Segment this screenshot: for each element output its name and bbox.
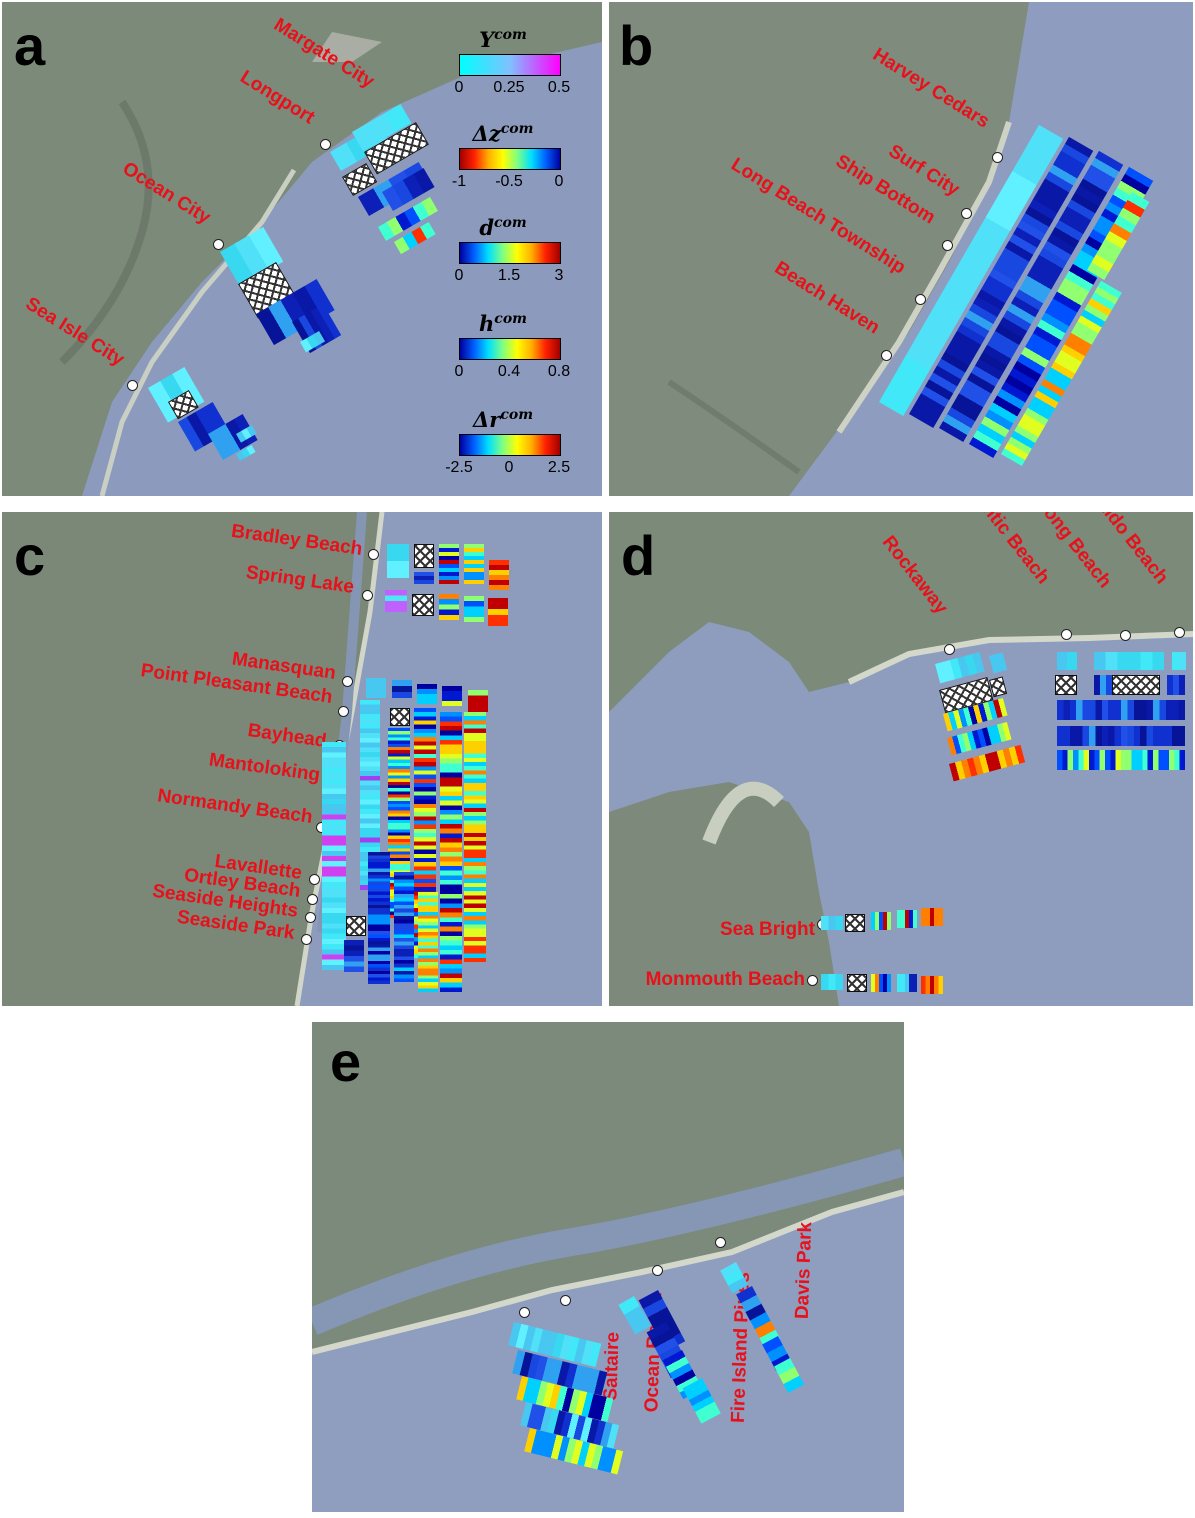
indicator-strip [392,680,412,698]
panel-label: a [14,14,46,77]
panel-label: d [621,524,656,587]
indicator-strip [897,910,917,928]
indicator-strip [897,974,917,992]
indicator-strip [1057,750,1185,770]
indicator-strip [1172,652,1186,670]
indicator-strip [1094,675,1112,695]
indicator-strip [464,712,486,962]
indicator-strip [489,560,509,590]
panel-label: e [330,1030,362,1093]
no-data-hatch [1055,675,1077,695]
town-marker [992,152,1003,163]
indicator-strip [871,974,891,992]
town-label: Davis Park [791,1221,816,1320]
indicator-strip [821,916,843,930]
colorbar-dr [459,434,561,456]
indicator-strip [468,690,488,712]
colorbar-dz [459,148,561,170]
town-marker [305,912,316,923]
indicator-strip [1057,700,1185,720]
indicator-strip [1057,726,1185,746]
town-label: Sea Bright [719,919,815,940]
map-panel-a: a Margate City Longport Ocean City Sea I… [2,2,602,496]
town-marker [652,1265,663,1276]
colorbar-h [459,338,561,360]
map-panel-d: d Rockaway Atlantic Beach Long Beach Lid… [609,512,1193,1006]
town-marker [944,644,955,655]
indicator-strip [368,852,390,984]
indicator-strip [871,912,891,930]
town-marker [362,590,373,601]
indicator-strip [418,892,438,992]
town-marker [1174,627,1185,638]
town-marker [519,1307,530,1318]
town-marker [881,350,892,361]
indicator-strip [464,596,484,622]
indicator-strip [387,544,409,578]
town-marker [307,894,318,905]
town-marker [301,934,312,945]
map-panel-e: e Saltaire Ocean Beach Fire Island Pines… [312,1022,904,1512]
indicator-strip [1094,652,1164,670]
town-marker [560,1295,571,1306]
satellite-map-e [312,1022,904,1512]
no-data-hatch [414,544,434,568]
indicator-strip [322,742,346,970]
indicator-strip [442,686,462,706]
indicator-strip [921,976,943,994]
indicator-strip [439,544,459,584]
indicator-strip [385,590,407,612]
town-marker [309,874,320,885]
indicator-strip [366,678,386,698]
no-data-hatch [346,916,366,936]
indicator-strip [1057,652,1077,670]
town-marker [942,240,953,251]
town-marker [368,549,379,560]
no-data-hatch [390,708,410,726]
town-marker [961,208,972,219]
town-marker [1061,629,1072,640]
no-data-hatch [847,974,867,992]
town-marker [213,239,224,250]
indicator-strip [417,684,437,704]
town-marker [127,380,138,391]
indicator-strip [464,544,484,584]
town-marker [342,676,353,687]
indicator-strip [439,594,459,620]
panel-label: c [14,524,46,587]
indicator-strip [344,940,364,972]
indicator-strip [921,908,943,926]
town-marker [320,139,331,150]
town-marker [915,294,926,305]
indicator-strip [488,598,508,626]
indicator-strip [414,572,434,584]
town-label: Monmouth Beach [645,969,805,990]
satellite-map-c [2,512,602,1006]
no-data-hatch [1112,675,1160,695]
colorbar-d [459,242,561,264]
satellite-map-b [609,2,1193,496]
no-data-hatch [845,914,865,932]
indicator-strip [821,974,843,990]
town-marker [715,1237,726,1248]
panel-label: b [619,14,654,77]
town-marker [338,706,349,717]
town-marker [1120,630,1131,641]
map-panel-b: b Harvey Cedars Surf City Ship Bottom Lo… [609,2,1193,496]
indicator-strip [1167,675,1185,695]
map-panel-c: c Bradley Beach Spring Lake Manasquan Po… [2,512,602,1006]
town-label: Saltaire [600,1331,624,1401]
no-data-hatch [412,594,434,616]
indicator-strip [440,712,462,992]
town-marker [807,975,818,986]
colorbar-y [459,54,561,76]
indicator-strip [394,872,414,982]
